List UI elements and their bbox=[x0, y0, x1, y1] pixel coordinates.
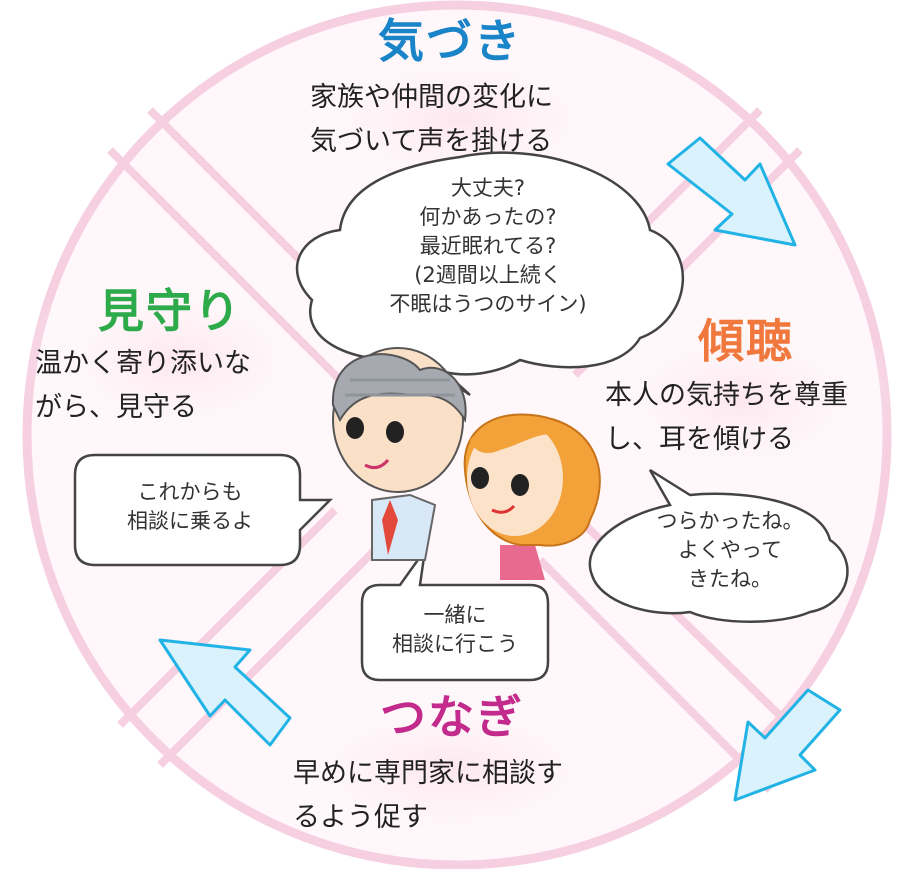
kizuki-line-1: 家族や仲間の変化に bbox=[310, 82, 553, 113]
mimamori-description: 温かく寄り添いな がら、見守る bbox=[35, 342, 251, 430]
speech-bubble-top bbox=[295, 151, 685, 397]
bubble-left-line-2: 相談に乗るよ bbox=[127, 509, 253, 533]
bubble-bottom-text: 一緒に 相談に行こう bbox=[370, 601, 540, 659]
keichou-description: 本人の気持ちを尊重 し、耳を傾ける bbox=[605, 374, 848, 462]
keichou-line-2: し、耳を傾ける bbox=[605, 424, 794, 455]
bubble-right-line-2: よくやって bbox=[678, 538, 782, 562]
mimamori-line-2: がら、見守る bbox=[35, 392, 197, 423]
bubble-top-text: 大丈夫? 何かあったの? 最近眠れてる? (2週間以上続く 不眠はうつのサイン) bbox=[338, 174, 638, 319]
tsunagi-description: 早めに専門家に相談す るよう促す bbox=[293, 752, 563, 840]
arrow-down-right-icon bbox=[666, 136, 797, 247]
bubble-left-line-1: これからも bbox=[137, 480, 243, 504]
bubble-right-text: つらかったね。 よくやって きたね。 bbox=[655, 507, 805, 594]
speech-bubble-right bbox=[588, 468, 849, 623]
speech-bubble-left bbox=[73, 453, 334, 567]
keichou-heading: 傾聴 bbox=[698, 314, 794, 368]
kizuki-heading: 気づき bbox=[378, 14, 522, 68]
kizuki-line-2: 気づいて声を掛ける bbox=[310, 126, 553, 157]
keichou-line-1: 本人の気持ちを尊重 bbox=[605, 380, 848, 411]
bubble-top-line-4: (2週間以上続く bbox=[414, 263, 562, 287]
bubble-top-line-1: 大丈夫? bbox=[450, 176, 526, 200]
arrow-up-left-icon bbox=[158, 638, 292, 747]
bubble-bottom-line-2: 相談に行こう bbox=[392, 632, 518, 656]
tsunagi-line-1: 早めに専門家に相談す bbox=[293, 758, 563, 789]
mimamori-line-1: 温かく寄り添いな bbox=[35, 348, 251, 379]
mimamori-heading: 見守り bbox=[98, 284, 242, 338]
bubble-top-line-5: 不眠はうつのサイン) bbox=[389, 292, 587, 316]
kizuki-description: 家族や仲間の変化に 気づいて声を掛ける bbox=[310, 76, 553, 164]
speech-bubble-bottom bbox=[360, 549, 550, 682]
tsunagi-heading: つなぎ bbox=[380, 690, 524, 744]
bubble-left-text: これからも 相談に乗るよ bbox=[90, 478, 290, 536]
bubble-right-line-3: きたね。 bbox=[688, 567, 772, 591]
bubble-top-line-3: 最近眠れてる? bbox=[419, 234, 557, 258]
tsunagi-line-2: るよう促す bbox=[293, 802, 428, 833]
arrow-down-left-icon bbox=[733, 688, 842, 802]
woman-illustration bbox=[463, 413, 601, 580]
bubble-bottom-line-1: 一緒に bbox=[423, 603, 487, 627]
bubble-top-line-2: 何かあったの? bbox=[419, 205, 557, 229]
bubble-right-line-1: つらかったね。 bbox=[656, 509, 804, 533]
older-man-illustration bbox=[331, 347, 467, 561]
